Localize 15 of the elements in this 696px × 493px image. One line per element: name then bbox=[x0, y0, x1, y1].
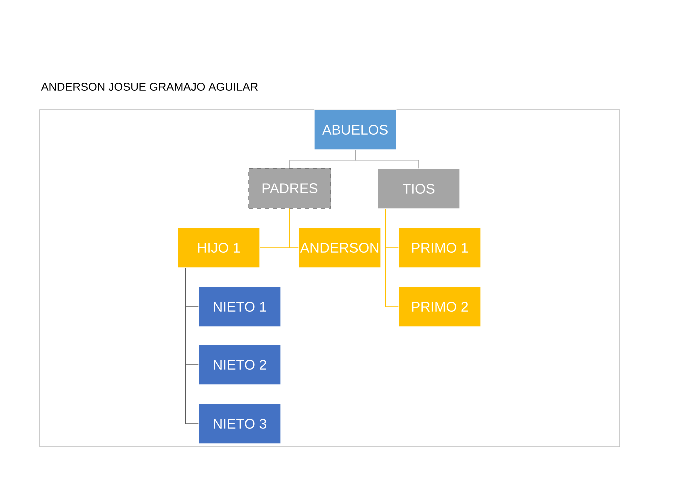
org-box: PRIMO 1 bbox=[398, 228, 482, 268]
org-box: NIETO 1 bbox=[198, 286, 282, 328]
org-box: TIOS bbox=[378, 168, 460, 210]
org-box: ABUELOS bbox=[314, 110, 397, 150]
org-box: NIETO 2 bbox=[198, 344, 282, 386]
org-box: ANDERSON bbox=[298, 228, 382, 268]
connector-line bbox=[355, 150, 420, 170]
title: ANDERSON JOSUE GRAMAJO AGUILAR bbox=[41, 83, 258, 91]
org-box: NIETO 3 bbox=[198, 404, 282, 444]
org-box: PADRES bbox=[248, 168, 332, 209]
org-box: PRIMO 2 bbox=[398, 286, 482, 328]
connector-line bbox=[290, 208, 300, 248]
org-box: HIJO 1 bbox=[178, 228, 260, 268]
connector-line bbox=[185, 268, 200, 424]
connector-line bbox=[385, 208, 400, 308]
